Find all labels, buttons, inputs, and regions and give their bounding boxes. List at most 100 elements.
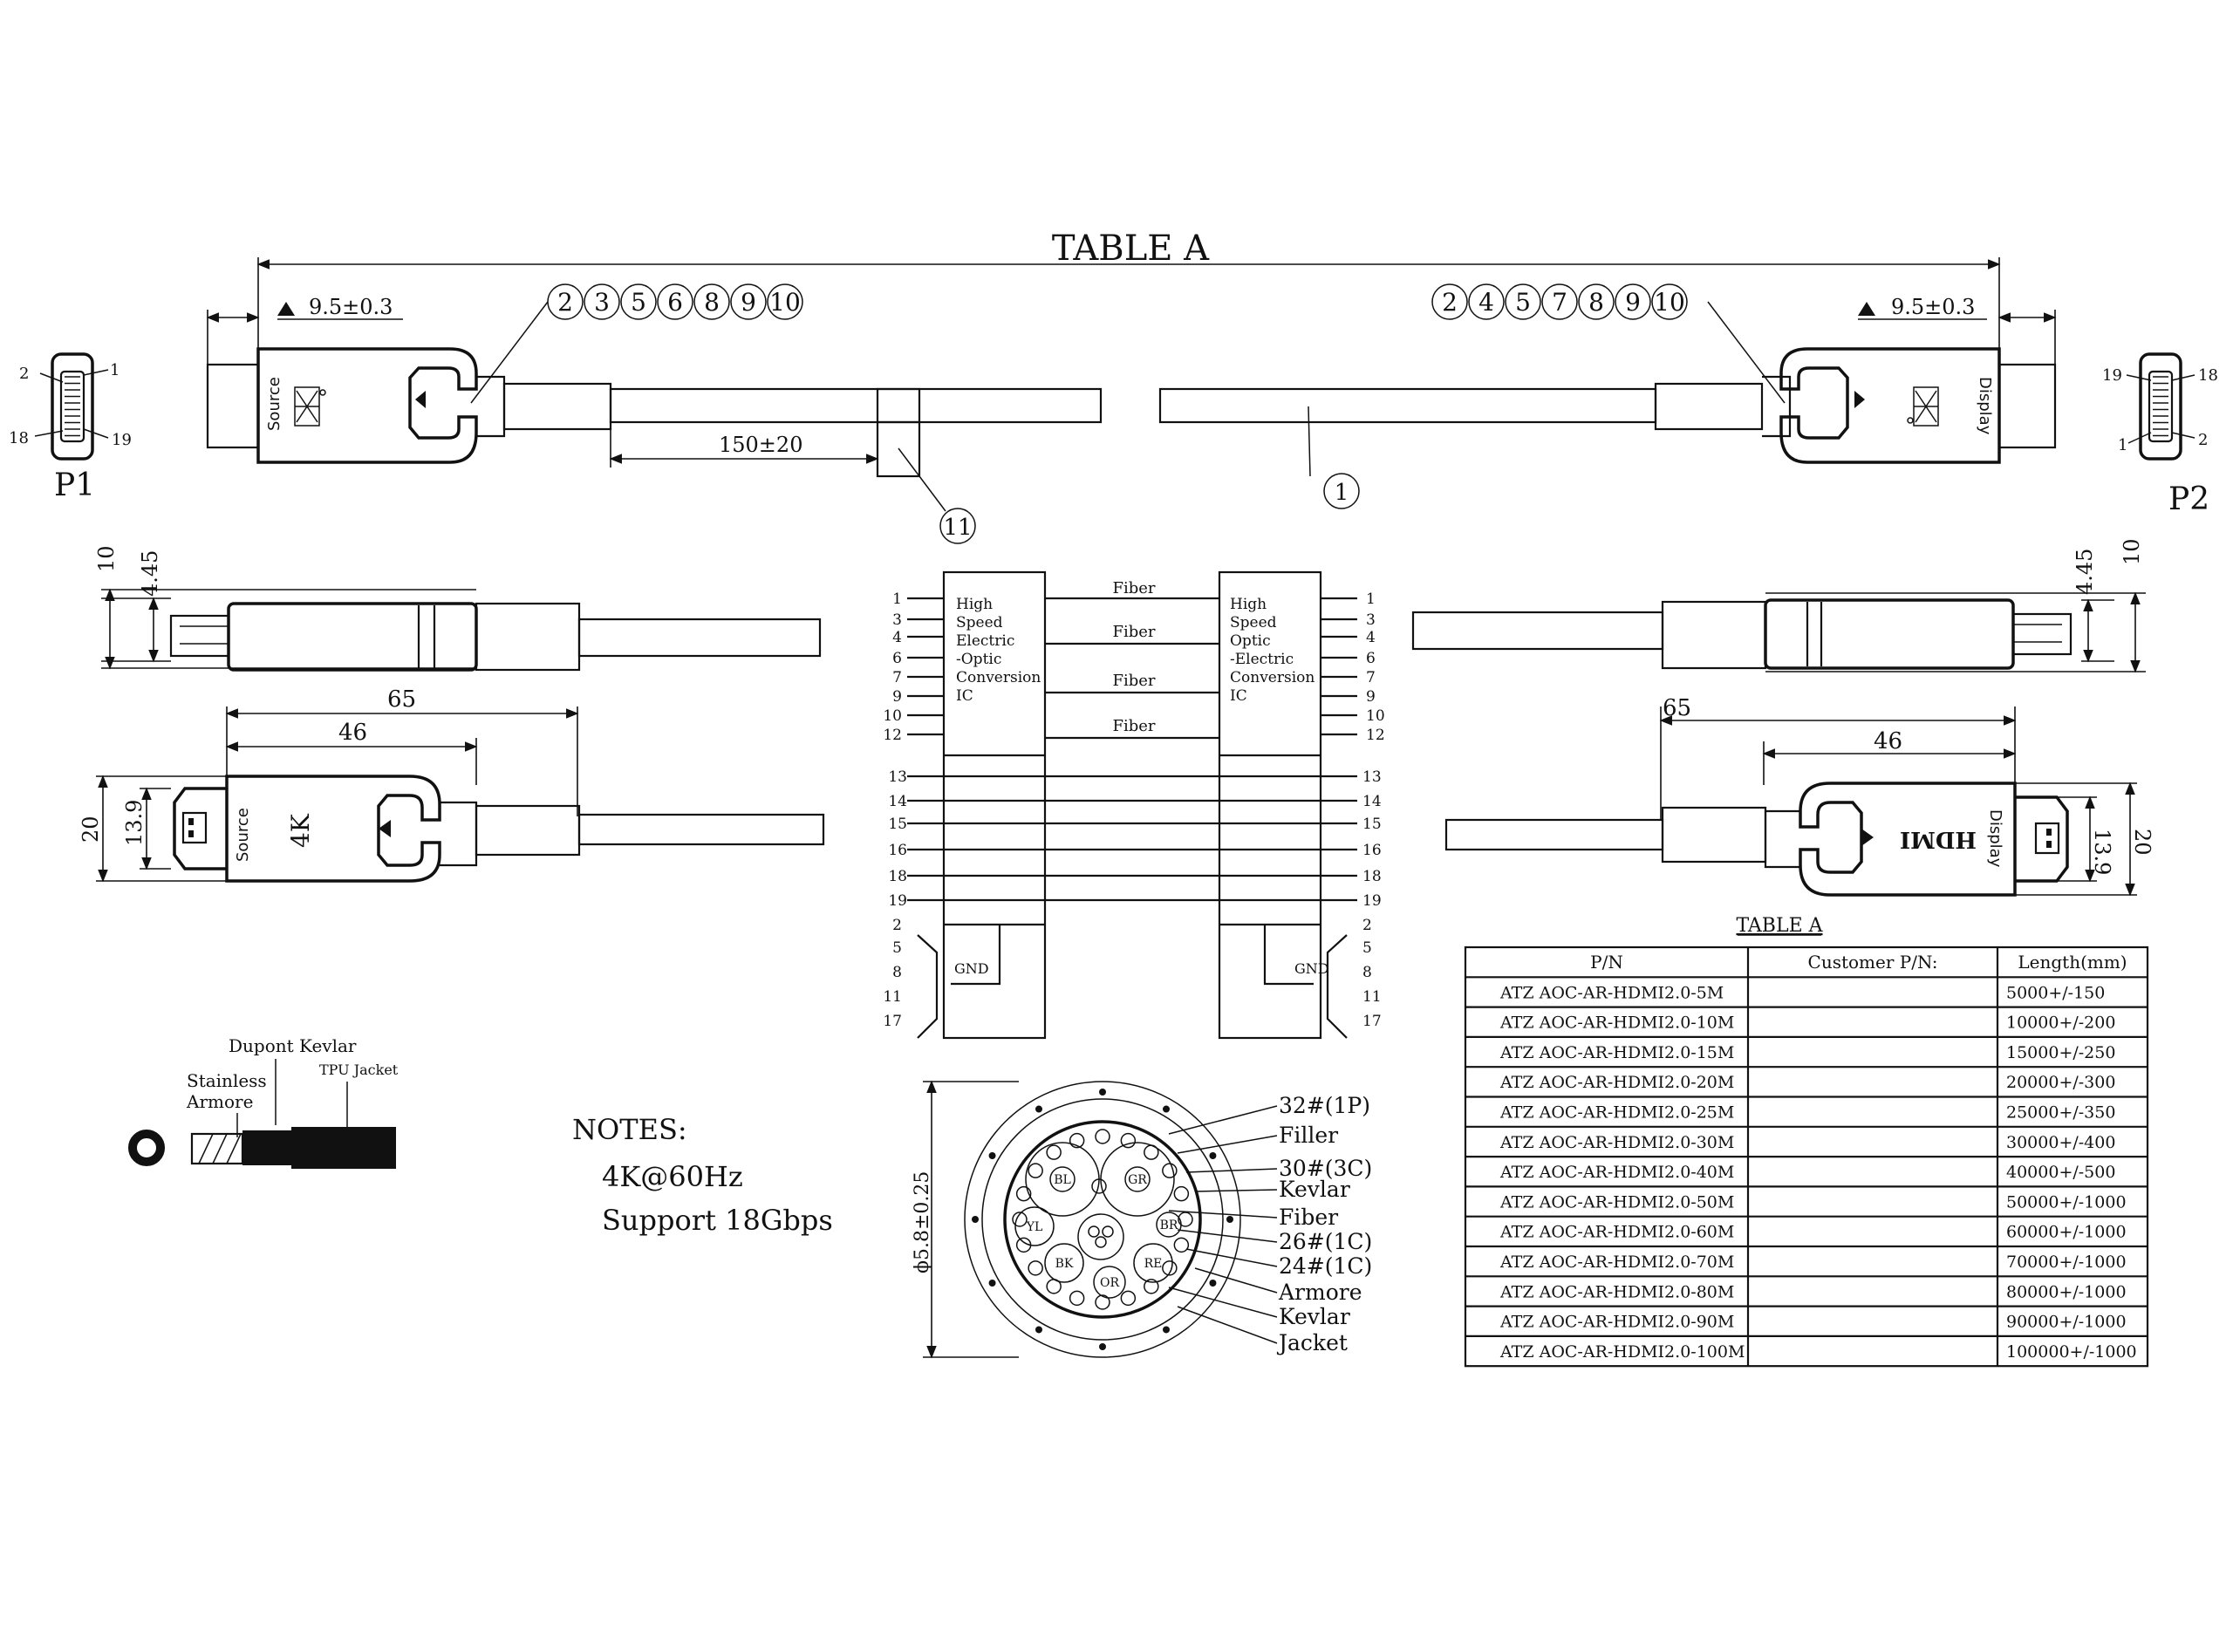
- core-label: YL: [1026, 1220, 1043, 1234]
- cross-section-label: Filler: [1279, 1123, 1338, 1148]
- table-cell: ATZ AOC-AR-HDMI2.0-30M: [1499, 1133, 1734, 1152]
- brand-logo-right: [1907, 386, 1939, 427]
- table-cell: ATZ AOC-AR-HDMI2.0-100M: [1499, 1342, 1745, 1362]
- cross-section-label: 24#(1C): [1279, 1253, 1372, 1279]
- pin-right-19: 19: [1362, 892, 1382, 910]
- pin-right-3: 3: [1366, 611, 1376, 629]
- callout-right-number: 4: [1478, 288, 1494, 317]
- cross-section-label: Kevlar: [1279, 1177, 1350, 1202]
- height-plug-right: 4.45: [2073, 549, 2097, 595]
- table-cell: 10000+/-200: [2006, 1014, 2115, 1033]
- table-cell: 40000+/-500: [2006, 1163, 2115, 1182]
- callout-right-circle: [1541, 283, 1578, 320]
- table-cell: 20000+/-300: [2006, 1073, 2115, 1092]
- table-cell: 90000+/-1000: [2006, 1313, 2127, 1332]
- pin-right-18: 18: [1362, 868, 1382, 885]
- fiber-label-1: Fiber: [1112, 579, 1155, 597]
- source-label-side: Source: [234, 808, 252, 862]
- table-cell: 70000+/-1000: [2006, 1253, 2127, 1272]
- gnd-pin-left-8: 8: [892, 964, 902, 981]
- cross-section-label: 32#(1P): [1279, 1093, 1370, 1118]
- cross-section-label: Kevlar: [1279, 1304, 1350, 1329]
- pin-left-4: 4: [892, 629, 902, 646]
- callout-left-number: 6: [667, 288, 683, 317]
- overall-length-title: TABLE A: [1052, 229, 1210, 269]
- left-ic-label: Conversion: [956, 669, 1041, 686]
- cable-layers: Dupont Kevlar Stainless Armore TPU Jacke…: [128, 1035, 399, 1169]
- pin-left-19: 19: [888, 892, 907, 910]
- width-plug-right: 13.9: [2090, 829, 2114, 875]
- callout-left-circle: [767, 283, 803, 320]
- body-dim-right: 46: [1874, 728, 1902, 754]
- core-bl: [1049, 1166, 1076, 1192]
- brand-logo-left: [294, 386, 326, 427]
- callout-right-number: 8: [1588, 288, 1604, 317]
- p1-pin-18: 18: [9, 429, 29, 447]
- callout-left-circle: [584, 283, 620, 320]
- table-cell: ATZ AOC-AR-HDMI2.0-20M: [1499, 1073, 1734, 1092]
- callout-left-number: 9: [741, 288, 756, 317]
- pin-right-14: 14: [1362, 793, 1382, 810]
- fiber-label-3: Fiber: [1112, 672, 1155, 690]
- layer-stainless: Stainless: [187, 1070, 267, 1091]
- height-total-left: 10: [94, 545, 119, 572]
- cable-diameter: ϕ5.8±0.25: [912, 1171, 933, 1273]
- p2-pin-18: 18: [2198, 366, 2218, 385]
- core-or: [1093, 1266, 1126, 1299]
- core-label: GR: [1128, 1173, 1147, 1187]
- pin-left-12: 12: [883, 727, 902, 744]
- callout-left-number: 2: [557, 288, 573, 317]
- p1-label: P1: [54, 468, 95, 503]
- pin-left-18: 18: [888, 868, 907, 885]
- notes-heading: NOTES:: [572, 1113, 687, 1146]
- gnd-label-right: GND: [1294, 960, 1329, 977]
- callout-cable: 1: [1335, 480, 1349, 506]
- table-cell: ATZ AOC-AR-HDMI2.0-40M: [1499, 1163, 1734, 1182]
- table-cell: 5000+/-150: [2006, 983, 2105, 1002]
- table-cell: ATZ AOC-AR-HDMI2.0-80M: [1499, 1282, 1734, 1301]
- callout-left-number: 5: [631, 288, 646, 317]
- table-cell: ATZ AOC-AR-HDMI2.0-90M: [1499, 1313, 1734, 1332]
- source-label-top: Source: [265, 377, 283, 431]
- core-label: BL: [1054, 1173, 1071, 1187]
- p1-pin-19: 19: [112, 431, 132, 449]
- p2-label: P2: [2168, 481, 2209, 517]
- cross-section-label: Jacket: [1276, 1330, 1348, 1355]
- right-top-view: 65 46 13.9 20 HDMI Display: [1444, 695, 2154, 897]
- p1-pin-2: 2: [19, 365, 29, 383]
- table-cell: 100000+/-1000: [2006, 1342, 2137, 1362]
- pin-right-1: 1: [1366, 590, 1376, 608]
- core-label: OR: [1100, 1276, 1119, 1290]
- table-cell: 25000+/-350: [2006, 1103, 2115, 1123]
- callout-left-circle: [620, 283, 657, 320]
- right-ic-label: High: [1230, 596, 1267, 613]
- table-cell: ATZ AOC-AR-HDMI2.0-60M: [1499, 1223, 1734, 1242]
- pin-right-6: 6: [1366, 650, 1376, 667]
- height-total-right: 10: [2120, 538, 2144, 565]
- cross-section-label: 30#(3C): [1279, 1156, 1372, 1181]
- pin-right-4: 4: [1366, 629, 1376, 646]
- table-cell: ATZ AOC-AR-HDMI2.0-25M: [1499, 1103, 1734, 1123]
- right-ic-label: Speed: [1230, 614, 1277, 631]
- fiber-label-2: Fiber: [1112, 623, 1155, 641]
- gnd-pin-right-17: 17: [1362, 1013, 1382, 1030]
- gnd-pin-right-11: 11: [1362, 988, 1382, 1006]
- layer-dupont: Dupont Kevlar: [229, 1035, 357, 1056]
- clip-offset-dim: 150±20: [719, 433, 802, 457]
- callout-left-circle: [657, 283, 693, 320]
- callout-left-number: 10: [769, 288, 801, 317]
- callout-right-circle: [1651, 283, 1688, 320]
- layer-armore: Armore: [186, 1091, 253, 1112]
- p2-face-view: 19 18 1 2 P2: [2102, 352, 2218, 517]
- callout-right-number: 2: [1442, 288, 1458, 317]
- table-header: Customer P/N:: [1808, 952, 1938, 973]
- pin-left-9: 9: [892, 688, 902, 706]
- left-ic-label: Electric: [956, 632, 1014, 650]
- pin-right-7: 7: [1366, 669, 1376, 686]
- left-top-view: 65 46 20 13.9 Source 4K: [79, 686, 825, 883]
- fourk-label: 4K: [286, 813, 315, 848]
